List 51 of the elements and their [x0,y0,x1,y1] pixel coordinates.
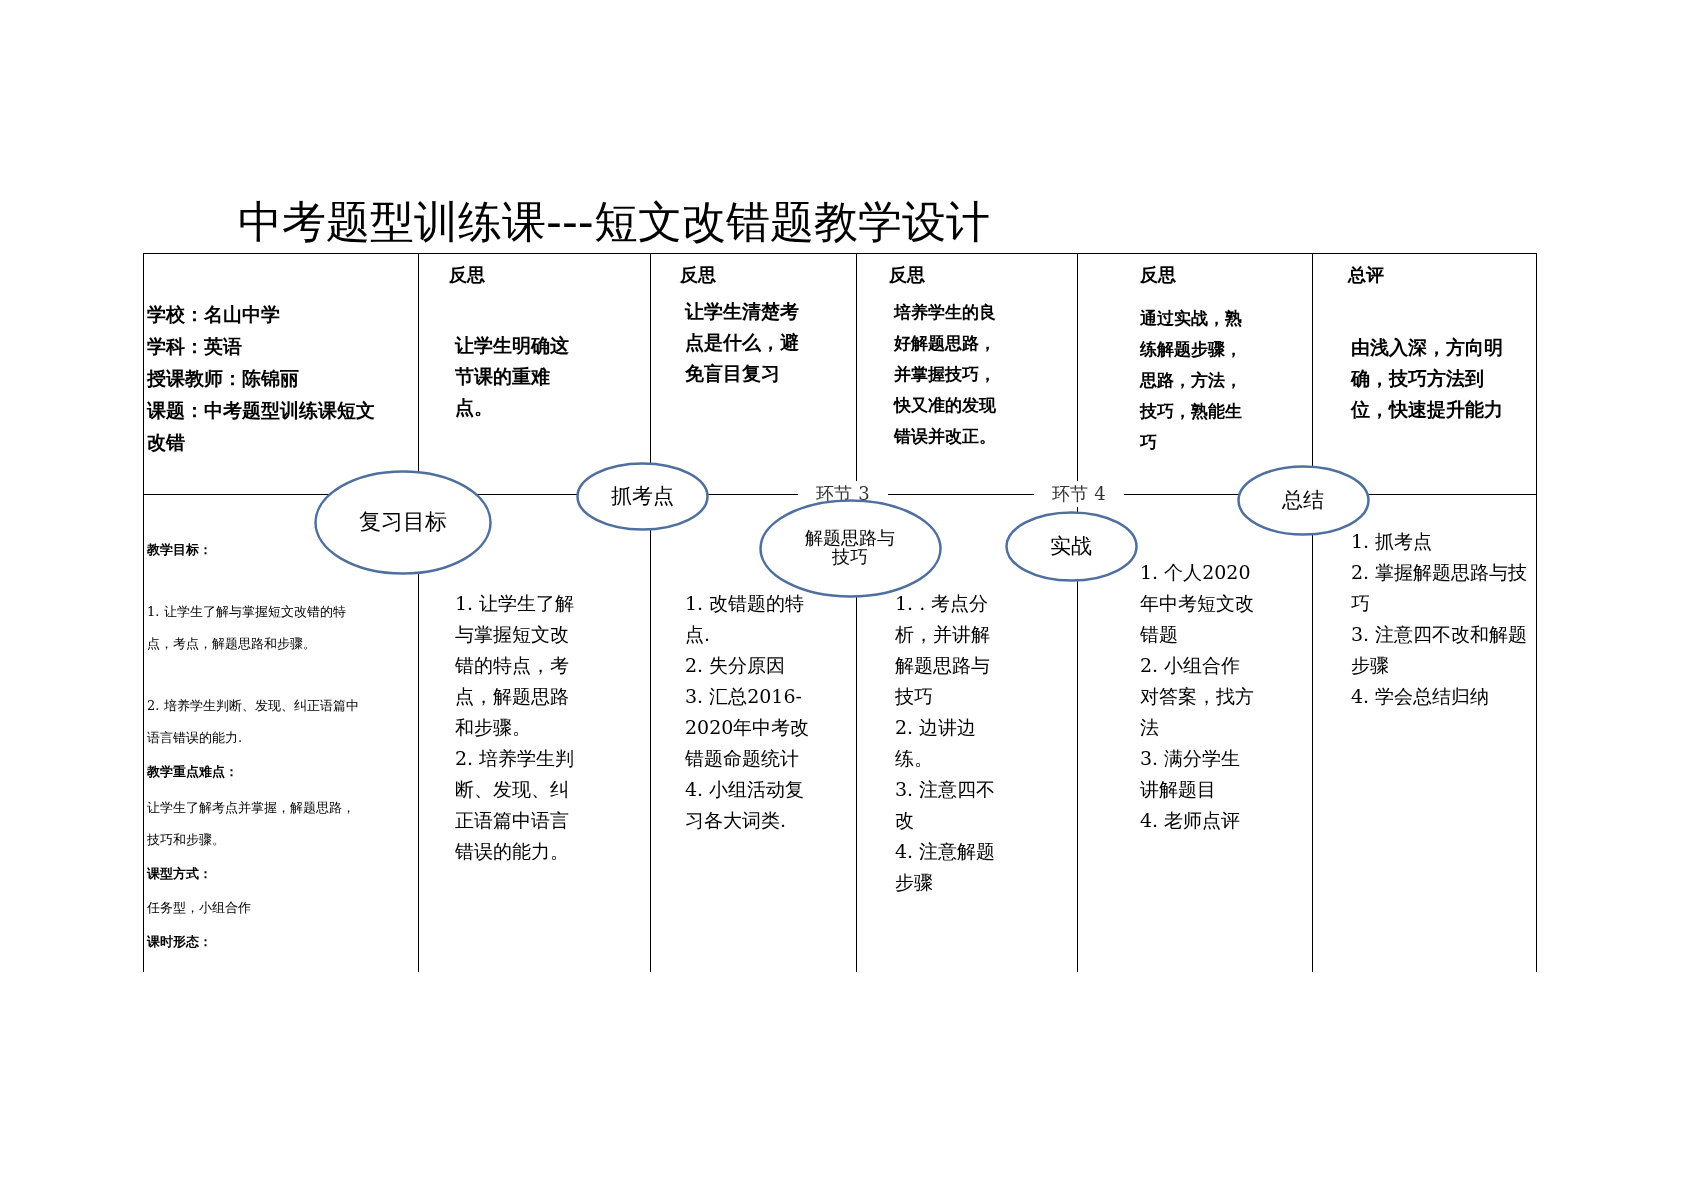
cell-text: 由浅入深，方向明确，技巧方法到位，快速提升能力 [1351,335,1504,422]
cell-text: 2. 失分原因 [685,653,787,678]
stage-label: 环节 4 [1034,481,1124,507]
cell-text: 1. 改错题的特点. [685,591,806,647]
step-label: 总结 [1282,488,1324,511]
cell-text: 4. 小组活动复习各大词类. [685,777,806,833]
cell-text: 授课教师：陈锦丽 [147,366,300,391]
step-ellipse [1004,510,1138,582]
cell-text: 1. 个人2020年中考短文改错题 [1140,560,1255,647]
cell-text: 让学生明确这节课的重难点。 [455,333,570,420]
column-heading: 总评 [1348,263,1385,287]
step-label: 解题思路与技巧 [804,529,896,567]
column-heading: 反思 [889,263,926,287]
column-heading: 反思 [1140,263,1177,287]
cell-text: 培养学生的良好解题思路，并掌握技巧，快又准的发现错误并改正。 [894,301,997,448]
column-heading: 反思 [680,263,717,287]
cell-text: 1. 让学生了解与掌握短文改错的特点，考点，解题思路和步骤。 [147,603,347,653]
cell-text: 4. 学会总结归纳 [1351,684,1491,709]
cell-text: 4. 注意解题步骤 [895,839,997,895]
cell-text: 1. 抓考点 [1351,529,1434,554]
column-heading: 教学重点难点： [147,763,239,781]
cell-text: 3. 汇总2016-2020年中考改错题命题统计 [685,684,811,771]
cell-text: 1. 让学生了解与掌握短文改错的特点，考点，解题思路和步骤。 [455,591,576,740]
step-ellipse [1236,464,1370,536]
cell-text: 2. 边讲边练。 [895,715,978,771]
column-heading: 教学目标： [147,541,213,559]
cell-text: 通过实战，熟练解题步骤，思路，方法，技巧，熟能生巧 [1140,307,1243,454]
cell-text: 2. 培养学生判断、发现、纠正语篇中语言错误的能力. [147,697,360,747]
column-heading: 反思 [449,263,486,287]
step-ellipse [575,461,709,531]
column-heading: 课时形态： [147,933,213,951]
step-label: 复习目标 [359,510,447,534]
cell-text: 让学生了解考点并掌握，解题思路，技巧和步骤。 [147,799,356,849]
column-heading: 课型方式： [147,865,213,883]
cell-text: 4. 老师点评 [1140,808,1242,833]
step-ellipse [314,469,492,575]
cell-text: 学科：英语 [147,334,243,359]
cell-text: 3. 注意四不改 [895,777,997,833]
step-label: 实战 [1050,534,1092,557]
step-label: 抓考点 [610,484,674,507]
cell-text: 任务型，小组合作 [147,899,252,917]
cell-text: 3. 注意四不改和解题步骤 [1351,622,1529,678]
cell-text: 1. . 考点分析，并讲解解题思路与技巧 [895,591,991,709]
cell-text: 2. 掌握解题思路与技巧 [1351,560,1529,616]
cell-text: 2. 小组合作对答案，找方法 [1140,653,1255,740]
cell-text: 课题：中考题型训练课短文改错 [147,398,376,455]
title: 中考题型训练课---短文改错题教学设计 [238,195,990,249]
cell-text: 2. 培养学生判断、发现、纠正语篇中语言错误的能力。 [455,746,576,864]
cell-text: 学校：名山中学 [147,302,281,327]
cell-text: 3. 满分学生讲解题目 [1140,746,1242,802]
cell-text: 让学生清楚考点是什么，避免盲目复习 [685,299,800,386]
